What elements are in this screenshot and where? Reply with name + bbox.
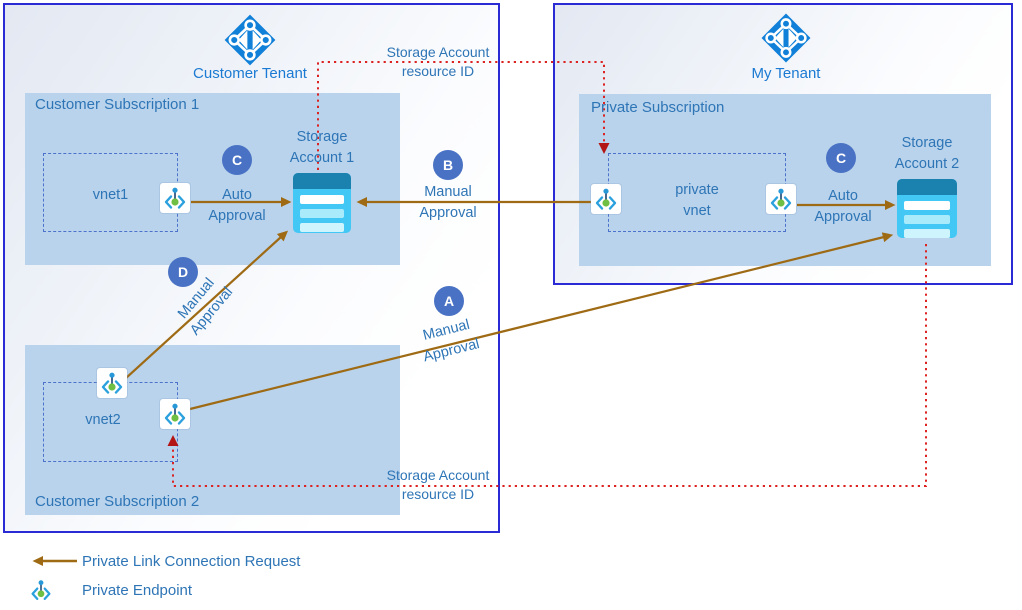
legend-private-endpoint-label: Private Endpoint bbox=[82, 582, 193, 599]
step-circle-d: D bbox=[168, 257, 198, 287]
step-circle-c-my: C bbox=[826, 143, 856, 173]
storage-account-2-icon bbox=[897, 179, 957, 238]
customer-subscription2-title: Customer Subscription 2 bbox=[35, 493, 200, 510]
label-auto-approval-my: Auto Approval bbox=[814, 188, 872, 225]
azure-ad-icon-my bbox=[759, 11, 813, 65]
my-tenant-title: My Tenant bbox=[751, 65, 821, 82]
legend-private-endpoint-icon bbox=[27, 576, 55, 604]
private-endpoint-icon-private-vnet-left bbox=[591, 184, 621, 214]
private-vnet-label-line2: vnet bbox=[683, 203, 711, 219]
storage-account-1-icon bbox=[293, 173, 351, 233]
private-vnet-label-line1: private bbox=[675, 182, 719, 198]
azure-ad-icon-customer bbox=[222, 12, 278, 68]
legend-connection-request-label: Private Link Connection Request bbox=[82, 553, 301, 570]
vnet1-label: vnet1 bbox=[92, 187, 129, 203]
step-circle-c-customer: C bbox=[222, 145, 252, 175]
private-endpoint-icon-vnet1 bbox=[160, 183, 190, 213]
vnet2-label: vnet2 bbox=[85, 412, 121, 428]
private-endpoint-icon-vnet2-a bbox=[97, 368, 127, 398]
private-endpoint-icon-vnet2-b bbox=[160, 399, 190, 429]
customer-tenant-title: Customer Tenant bbox=[193, 65, 307, 82]
storage-band bbox=[293, 173, 351, 189]
storage-account-1-label: Storage Account 1 bbox=[289, 129, 355, 166]
step-circle-a: A bbox=[434, 286, 464, 316]
private-subscription-title: Private Subscription bbox=[591, 99, 725, 116]
private-vnet-label: private vnet bbox=[637, 180, 757, 222]
label-manual-approval-b: Manual Approval bbox=[419, 184, 477, 221]
resource-id-label-bottom: Storage Account resource ID bbox=[386, 467, 490, 502]
private-endpoint-icon-private-vnet-right bbox=[766, 184, 796, 214]
step-circle-b: B bbox=[433, 150, 463, 180]
customer-subscription1-title: Customer Subscription 1 bbox=[35, 96, 200, 113]
resource-id-label-top: Storage Account resource ID bbox=[386, 44, 490, 79]
storage-account-2-label: Storage Account 2 bbox=[894, 135, 960, 172]
label-auto-approval-customer: Auto Approval bbox=[208, 187, 266, 224]
storage-band bbox=[897, 179, 957, 195]
